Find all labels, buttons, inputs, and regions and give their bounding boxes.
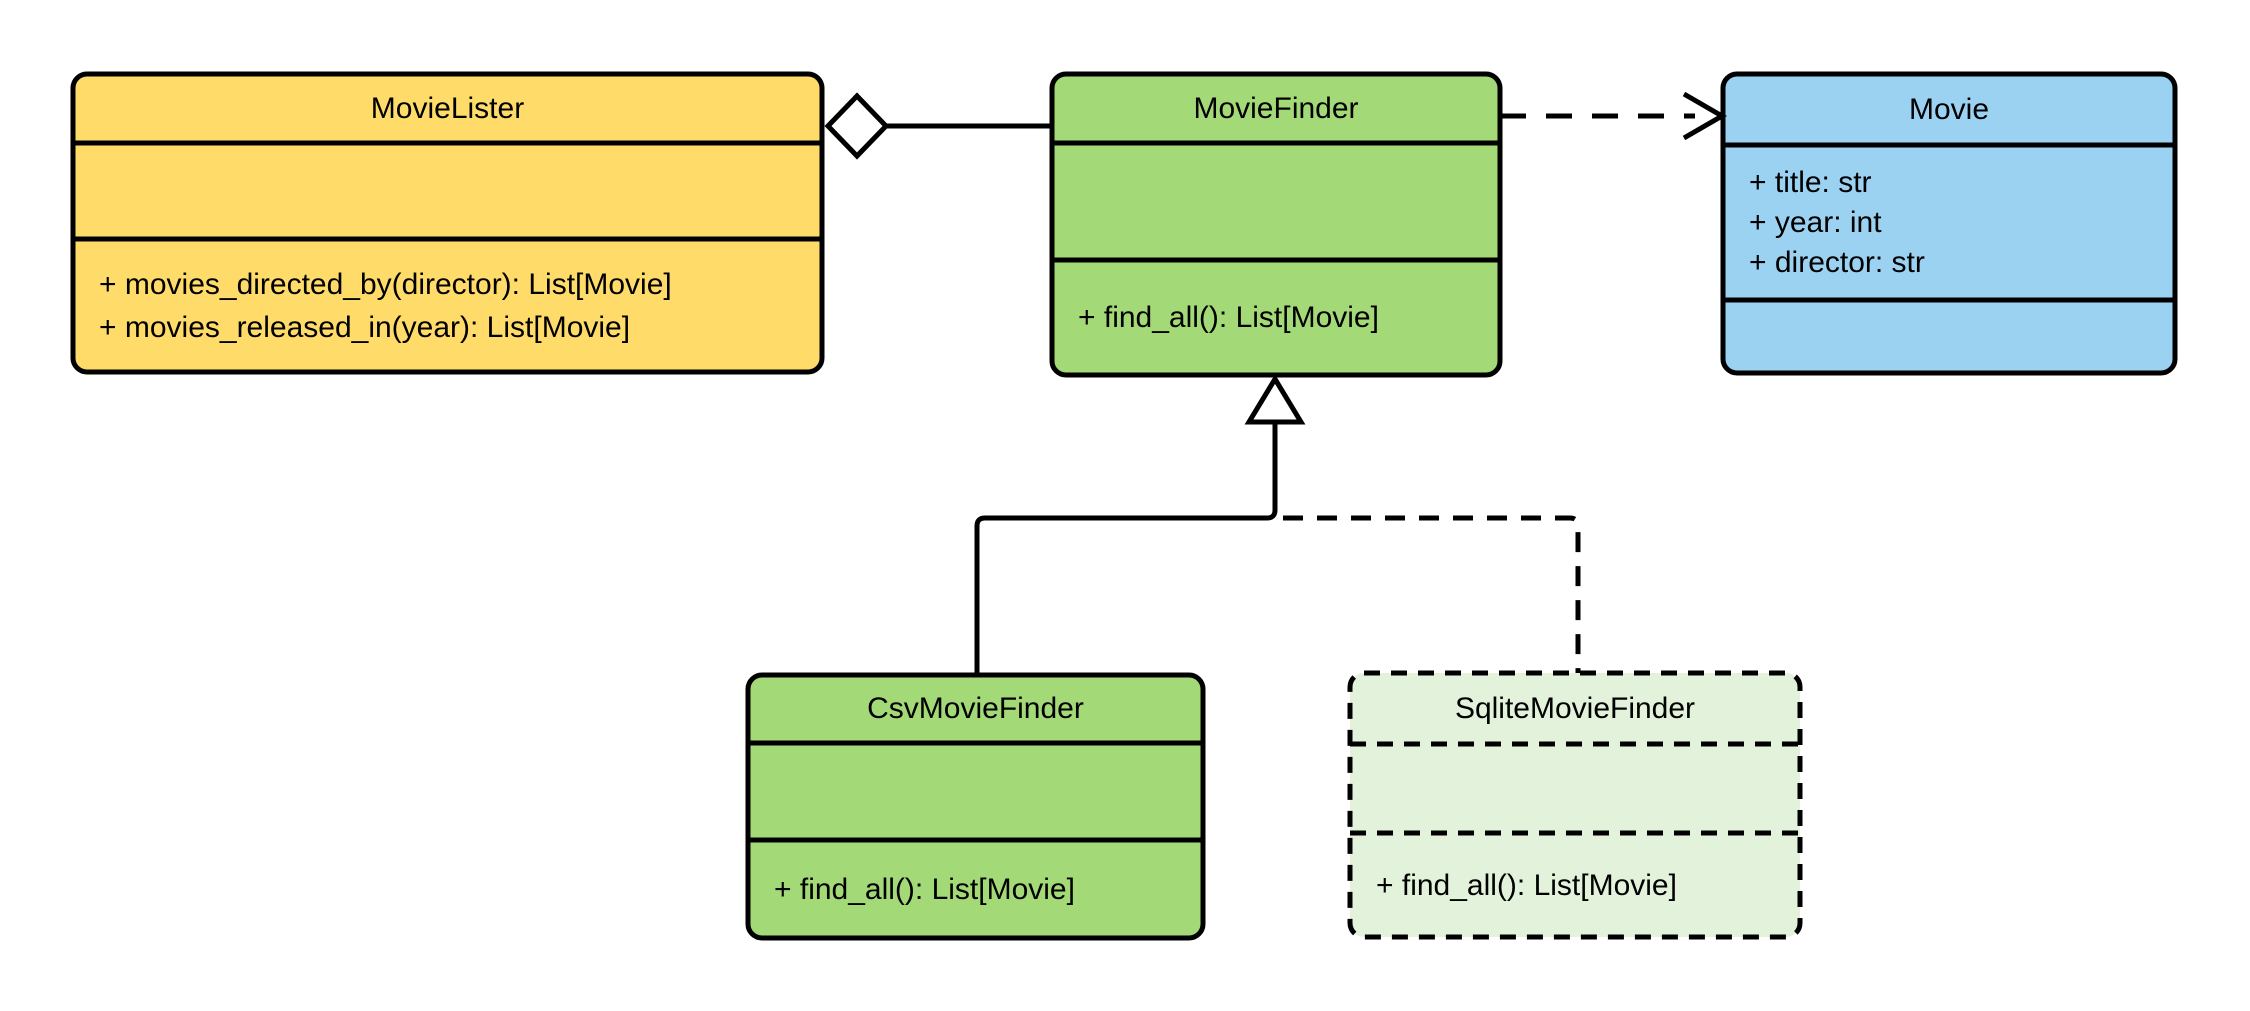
class-methods-movielister: + movies_directed_by(director): List[Mov… (73, 239, 822, 372)
class-attributes-movie: + title: str + year: int + director: str (1723, 145, 2175, 300)
method-label: + movies_released_in(year): List[Movie] (99, 310, 631, 344)
class-title-sqlitemoviefinder: SqliteMovieFinder (1454, 691, 1696, 725)
method-label: + movies_directed_by(director): List[Mov… (99, 267, 672, 301)
class-methods-moviefinder: + find_all(): List[Movie] (1052, 260, 1500, 375)
attribute-label: + title: str (1749, 165, 1872, 199)
attribute-label: + director: str (1749, 245, 1925, 279)
generalization-line-csvmoviefinder[interactable] (974, 422, 1278, 675)
method-label: + find_all(): List[Movie] (774, 872, 1075, 906)
class-title-movie: Movie (1908, 92, 1990, 126)
class-methods-sqlitemoviefinder: + find_all(): List[Movie] (1350, 833, 1800, 937)
diagram-shapes-layer: Movie --> (70, 71, 2178, 941)
generalization-triangle-icon (1244, 374, 1306, 425)
method-label: + find_all(): List[Movie] (1376, 868, 1677, 902)
class-box-movielister[interactable] (70, 71, 825, 375)
class-box-sqlitemoviefinder[interactable] (1347, 670, 1803, 940)
attribute-label: + year: int (1749, 205, 1882, 239)
method-label: + find_all(): List[Movie] (1078, 301, 1379, 334)
class-title-moviefinder: MovieFinder (1193, 92, 1359, 125)
generalization-line-sqlitemoviefinder[interactable] (1283, 515, 1581, 673)
class-title-movielister: MovieLister (370, 92, 525, 125)
class-methods-csvmoviefinder: + find_all(): List[Movie] (748, 840, 1203, 938)
class-title-csvmoviefinder: CsvMovieFinder (867, 692, 1084, 725)
aggregation-diamond-icon (824, 92, 890, 160)
dependency-open-arrowhead-icon (1682, 91, 1727, 141)
class-box-moviefinder[interactable] (1049, 71, 1503, 378)
